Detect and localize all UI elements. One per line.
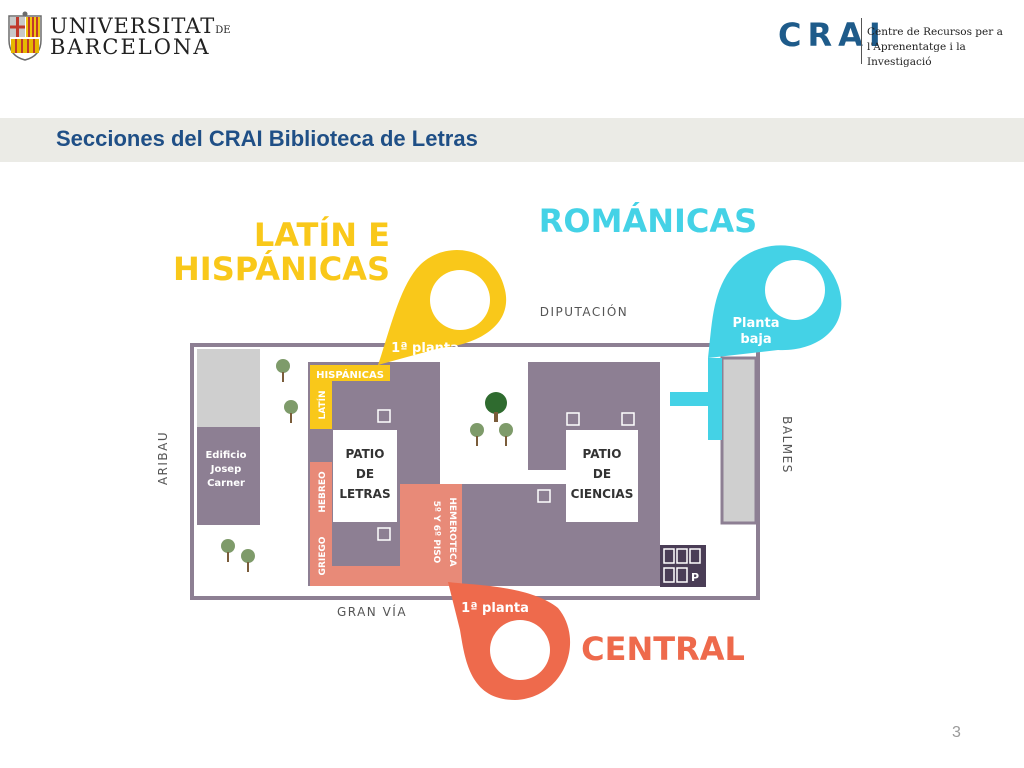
annex-line3: Carner (207, 478, 245, 489)
patio-letras-line2: DE (356, 467, 374, 481)
patio-ciencias-line3: CIENCIAS (571, 487, 634, 501)
page-number: 3 (952, 724, 961, 741)
slide-header: UNIVERSITATDE BARCELONA CRAI Centre de R… (0, 0, 1024, 115)
stairs-icon (377, 409, 635, 541)
label-hispanicas: HISPÁNICAS (316, 368, 384, 381)
annex-line1: Edificio (205, 450, 246, 461)
street-south: GRAN VÍA (337, 604, 407, 619)
label-hemeroteca: HEMEROTECA (447, 497, 457, 566)
big-tree-icon (485, 392, 507, 422)
patio-ciencias-line1: PATIO (583, 447, 622, 461)
annex-line2: Josep (210, 464, 241, 475)
pin-romanicas-line1: Planta (733, 316, 780, 331)
university-shield-icon (8, 11, 42, 61)
romanicas-connector (670, 358, 722, 440)
street-west: ARIBAU (156, 431, 170, 485)
parking-label: P (691, 571, 699, 584)
title-band (0, 118, 1024, 162)
pin-romanicas-line2: baja (740, 332, 771, 347)
tree-icon (221, 359, 513, 572)
label-hebreo: HEBREO (318, 471, 328, 513)
corridor-cover (440, 470, 566, 484)
east-grey-area (720, 356, 758, 525)
parking-area (660, 545, 706, 587)
heading-latin-line2: HISPÁNICAS (173, 250, 390, 288)
heading-romanicas: ROMÁNICAS (539, 202, 757, 240)
patio-letras-line1: PATIO (346, 447, 385, 461)
annex-grey-area (197, 349, 260, 427)
label-latin: LATÍN (316, 390, 328, 419)
hebreo-strip (310, 462, 332, 522)
patio-letras (333, 430, 397, 522)
heading-latin-line1: LATÍN E (254, 216, 390, 254)
crai-separator (861, 18, 862, 64)
library-map: P HISPÁNICAS LATÍN HEBREO GRIEGO HEMEROT… (156, 202, 842, 700)
patio-ciencias-line2: DE (593, 467, 611, 481)
label-griego: GRIEGO (318, 536, 328, 575)
patio-ciencias (566, 430, 638, 522)
label-piso: 5º Y 6º PISO (431, 501, 441, 564)
central-bottom-strip (310, 566, 462, 586)
pin-latin-label: 1ª planta (391, 341, 459, 356)
university-name-line1: UNIVERSITATDE (50, 14, 231, 38)
university-name-line2: BARCELONA (50, 35, 211, 59)
crai-description: Centre de Recursos per a l'Aprenentatge … (867, 26, 1003, 68)
street-east: BALMES (780, 416, 794, 474)
pin-central-label: 1ª planta (461, 601, 529, 616)
pin-latin: 1ª planta (378, 250, 507, 365)
pin-romanicas: Planta baja (708, 245, 842, 358)
annex-building (197, 427, 260, 525)
slide-title: Secciones del CRAI Biblioteca de Letras (56, 126, 478, 151)
pin-central: 1ª planta (448, 582, 571, 700)
street-north: DIPUTACIÓN (540, 304, 629, 319)
hispanicas-strip (310, 365, 390, 381)
patio-letras-line3: LETRAS (339, 487, 390, 501)
latin-strip (310, 381, 332, 429)
heading-central: CENTRAL (581, 630, 745, 668)
crai-logo: CRAI (778, 16, 887, 54)
